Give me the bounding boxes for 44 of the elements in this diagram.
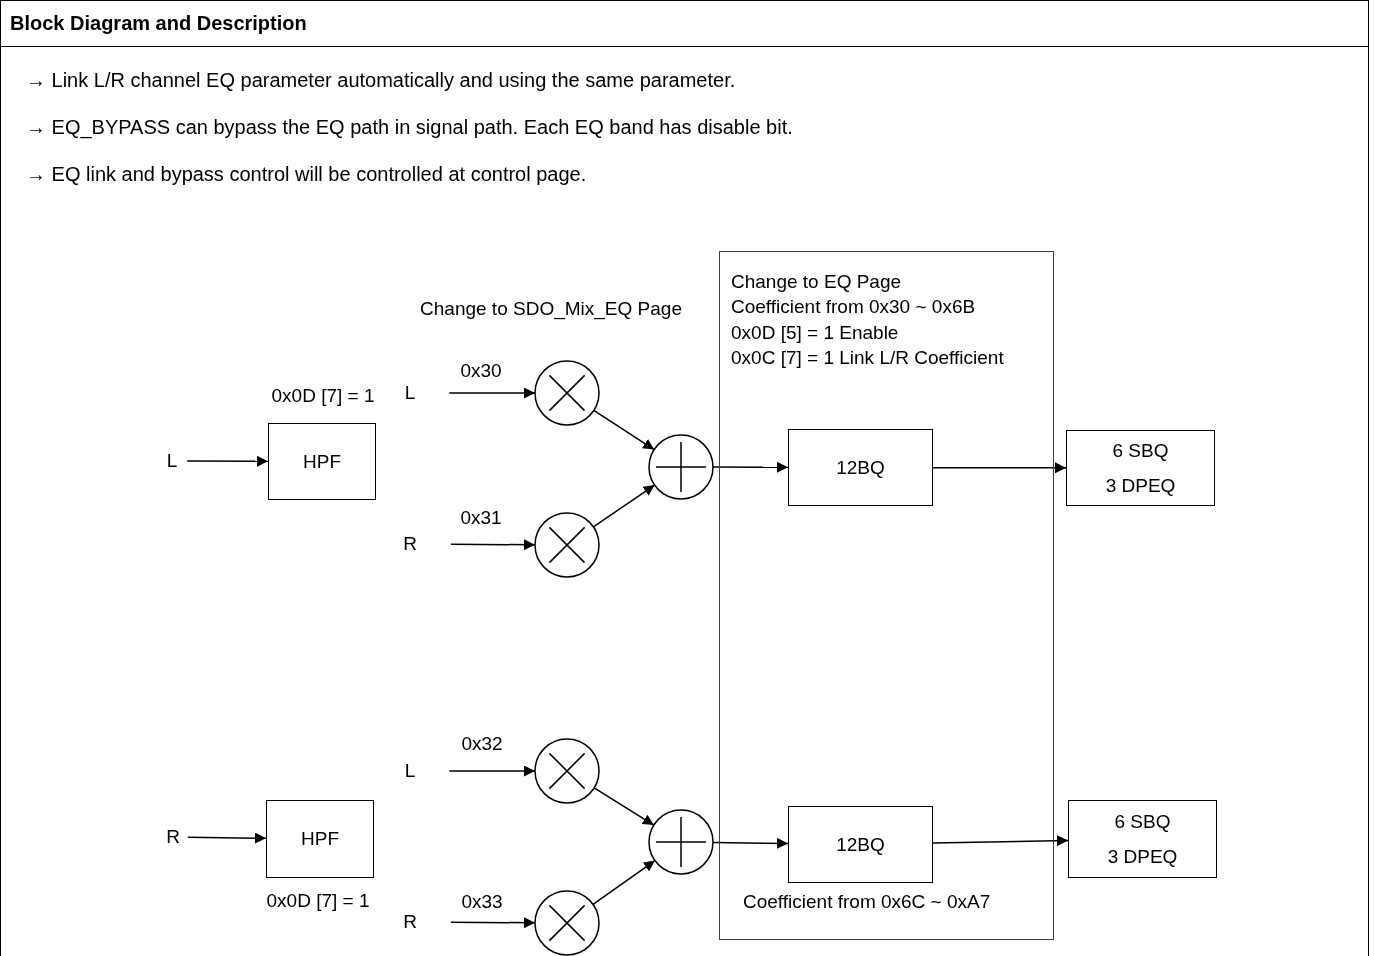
arrow xyxy=(450,539,536,551)
multiplier-symbol xyxy=(534,890,600,956)
arrow xyxy=(593,409,655,451)
arrow xyxy=(448,765,536,777)
block-box: 6 SBQ 3 DPEQ xyxy=(1068,800,1217,878)
arrow xyxy=(932,835,1069,847)
arrow xyxy=(186,455,269,467)
region-note: 0x0D [5] = 1 Enable xyxy=(731,322,899,345)
description-line: → Link L/R channel EQ parameter automatically and using the same parameter. xyxy=(26,68,736,92)
signal-label: R xyxy=(166,826,180,848)
block-box: 6 SBQ 3 DPEQ xyxy=(1066,430,1215,506)
multiplier-symbol xyxy=(534,512,600,578)
description-line: → EQ_BYPASS can bypass the EQ path in signal path. Each EQ band has disable bit. xyxy=(26,115,793,139)
section-label: Change to SDO_Mix_EQ Page xyxy=(420,298,682,320)
region-note: Coefficient from 0x30 ~ 0x6B xyxy=(731,296,976,319)
register-note: 0x0D [7] = 1 xyxy=(271,385,375,407)
arrow xyxy=(592,859,656,906)
description-line: → EQ link and bypass control will be controlled at control page. xyxy=(26,162,587,186)
title: Block Diagram and Description xyxy=(10,12,307,35)
signal-label: L xyxy=(166,450,178,472)
arrow xyxy=(593,787,655,826)
region-note: Change to EQ Page xyxy=(731,271,902,294)
arrow xyxy=(450,917,536,929)
signal-label: L xyxy=(404,382,416,404)
arrow xyxy=(187,832,267,844)
signal-label: R xyxy=(403,533,417,555)
register-note: 0x0D [7] = 1 xyxy=(266,890,370,912)
multiplier-symbol xyxy=(534,738,600,804)
region-note: 0x0C [7] = 1 Link L/R Coefficient xyxy=(731,347,1004,370)
eq-page-region xyxy=(719,251,1054,940)
arrow xyxy=(592,484,656,528)
block-box: 12BQ xyxy=(788,429,933,506)
arrow xyxy=(712,837,789,849)
block-box: HPF xyxy=(268,423,376,500)
arrow xyxy=(932,462,1067,474)
signal-label: R xyxy=(403,911,417,933)
arrow xyxy=(448,387,536,399)
signal-label: L xyxy=(404,760,416,782)
block-box: HPF xyxy=(266,800,374,878)
adder-symbol xyxy=(648,809,714,875)
region-note: Coefficient from 0x6C ~ 0xA7 xyxy=(743,891,991,914)
adder-symbol xyxy=(648,434,714,500)
multiplier-symbol xyxy=(534,360,600,426)
block-box: 12BQ xyxy=(788,806,933,883)
